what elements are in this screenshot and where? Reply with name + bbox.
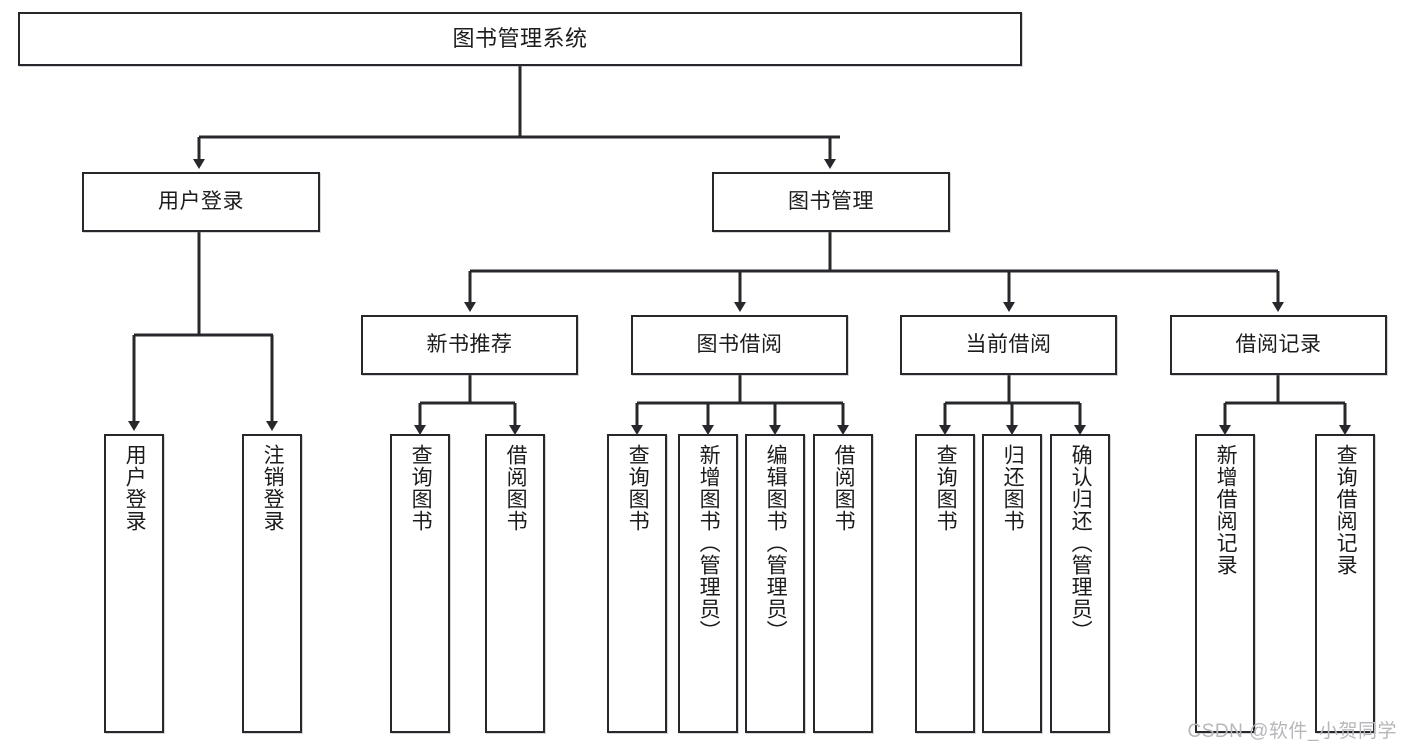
leaf-user-login-1[interactable]: 用户登录	[104, 434, 164, 733]
node-user-login-label: 用户登录	[158, 190, 244, 214]
leaf-current-2[interactable]: 归还图书	[982, 434, 1042, 733]
leaf-current-3[interactable]: 确认归还（管理员）	[1050, 434, 1110, 733]
node-current-borrow-label: 当前借阅	[965, 333, 1052, 357]
leaf-current-2-label: 归还图书	[1001, 444, 1025, 532]
leaf-current-1-label: 查询图书	[934, 444, 958, 532]
leaf-record-1[interactable]: 新增借阅记录	[1195, 434, 1255, 733]
node-root[interactable]: 图书管理系统	[18, 12, 1022, 66]
node-book-management[interactable]: 图书管理	[712, 172, 950, 232]
leaf-new-book-2-label: 借阅图书	[504, 444, 528, 532]
leaf-new-book-1-label: 查询图书	[409, 444, 433, 532]
leaf-borrow-1[interactable]: 查询图书	[607, 434, 667, 733]
leaf-user-login-2-label: 注销登录	[261, 444, 285, 532]
leaf-user-login-1-label: 用户登录	[123, 444, 147, 532]
leaf-new-book-1[interactable]: 查询图书	[390, 434, 450, 733]
leaf-borrow-2[interactable]: 新增图书（管理员）	[678, 434, 738, 733]
leaf-record-2-label: 查询借阅记录	[1334, 444, 1358, 576]
node-book-management-label: 图书管理	[788, 190, 874, 214]
leaf-borrow-4-label: 借阅图书	[832, 444, 856, 532]
leaf-current-1[interactable]: 查询图书	[915, 434, 975, 733]
node-new-book-recommend-label: 新书推荐	[426, 333, 513, 357]
leaf-new-book-2[interactable]: 借阅图书	[485, 434, 545, 733]
node-borrow-record-label: 借阅记录	[1235, 333, 1322, 357]
leaf-borrow-3-label: 编辑图书（管理员）	[764, 444, 788, 642]
node-new-book-recommend[interactable]: 新书推荐	[361, 315, 578, 375]
leaf-borrow-3[interactable]: 编辑图书（管理员）	[745, 434, 805, 733]
node-root-label: 图书管理系统	[452, 25, 588, 51]
node-book-borrow-label: 图书借阅	[696, 333, 783, 357]
leaf-borrow-1-label: 查询图书	[626, 444, 650, 532]
leaf-current-3-label: 确认归还（管理员）	[1069, 444, 1093, 642]
leaf-user-login-2[interactable]: 注销登录	[242, 434, 302, 733]
node-user-login[interactable]: 用户登录	[82, 172, 320, 232]
node-current-borrow[interactable]: 当前借阅	[900, 315, 1117, 375]
node-book-borrow[interactable]: 图书借阅	[631, 315, 848, 375]
leaf-record-1-label: 新增借阅记录	[1214, 444, 1238, 576]
leaf-record-2[interactable]: 查询借阅记录	[1315, 434, 1375, 733]
node-borrow-record[interactable]: 借阅记录	[1170, 315, 1387, 375]
leaf-borrow-4[interactable]: 借阅图书	[813, 434, 873, 733]
leaf-borrow-2-label: 新增图书（管理员）	[697, 444, 721, 642]
